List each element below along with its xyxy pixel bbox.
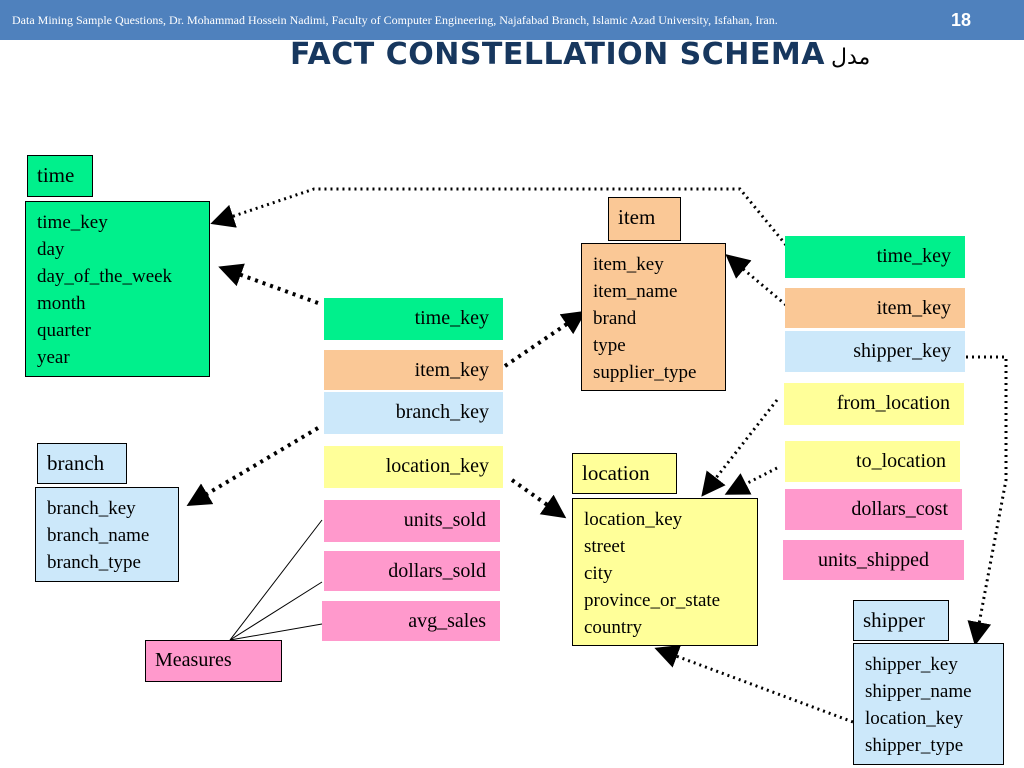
shipper-table-attributes: shipper_key shipper_name location_key sh…: [853, 643, 1004, 765]
shipping-field-dollars-cost: dollars_cost: [785, 489, 962, 530]
location-table-label: location: [572, 453, 677, 494]
attribute: location_key: [584, 509, 683, 530]
arrow-sales-time: [218, 263, 319, 305]
attribute: branch_key: [47, 498, 136, 519]
title-persian: مدل: [830, 45, 871, 70]
arrow-sales-branch: [186, 426, 320, 507]
branch-table-label: branch: [37, 443, 127, 484]
title-english: FACT CONSTELLATION SCHEMA: [290, 37, 825, 72]
item-label-text: item: [618, 205, 656, 229]
slide-header: Data Mining Sample Questions, Dr. Mohamm…: [0, 0, 1024, 40]
attribute: item_name: [593, 281, 678, 302]
header-text: Data Mining Sample Questions, Dr. Mohamm…: [12, 13, 778, 27]
time-table-attributes: time_key day day_of_the_week month quart…: [25, 201, 210, 377]
attribute: city: [584, 563, 613, 584]
item-table-attributes: item_key item_name brand type supplier_t…: [581, 243, 726, 391]
arrow-sales-item: [503, 310, 587, 368]
item-table-label: item: [608, 197, 681, 241]
shipping-field-time-key: time_key: [785, 236, 965, 278]
sales-field-location-key: location_key: [324, 446, 503, 488]
attribute: branch_type: [47, 552, 141, 573]
attribute: shipper_key: [865, 654, 958, 675]
arrow-shipping-item: [725, 254, 787, 307]
measures-line-dollars-sold: [229, 581, 323, 641]
sales-field-dollars-sold: dollars_sold: [324, 551, 500, 591]
attribute: brand: [593, 308, 637, 329]
shipping-field-to-location: to_location: [785, 441, 960, 482]
measures-line-avg-sales: [229, 623, 323, 641]
attribute: item_key: [593, 254, 664, 275]
measures-label: Measures: [145, 640, 282, 682]
attribute: shipper_type: [865, 735, 964, 756]
shipper-table-label: shipper: [853, 600, 949, 641]
page-number: 18: [951, 10, 972, 30]
attribute: type: [593, 335, 626, 356]
arrow-sales-location: [510, 478, 567, 519]
sales-field-time-key: time_key: [324, 298, 503, 340]
attribute: day: [37, 239, 65, 260]
attribute: street: [584, 536, 626, 557]
attribute: shipper_name: [865, 681, 972, 702]
attribute: branch_name: [47, 525, 150, 546]
attribute: supplier_type: [593, 362, 697, 383]
branch-label-text: branch: [47, 451, 105, 475]
location-label-text: location: [582, 461, 650, 485]
arrow-shipping-from-location: [701, 399, 779, 497]
sales-field-units-sold: units_sold: [324, 500, 500, 542]
arrow-shipper-location: [654, 645, 854, 724]
shipping-field-from-location: from_location: [784, 383, 964, 425]
arrow-shipping-shipper: [966, 355, 1008, 646]
time-label-text: time: [37, 163, 75, 187]
shipping-field-item-key: item_key: [785, 288, 965, 328]
attribute: location_key: [865, 708, 964, 729]
shipping-field-units-shipped: units_shipped: [783, 540, 964, 580]
shipping-field-shipper-key: shipper_key: [785, 331, 965, 372]
arrow-shipping-time: [210, 187, 788, 246]
sales-field-item-key: item_key: [324, 350, 503, 390]
arrow-shipping-to-location: [724, 466, 778, 495]
attribute: day_of_the_week: [37, 266, 173, 287]
sales-field-branch-key: branch_key: [324, 392, 503, 434]
sales-field-avg-sales: avg_sales: [322, 601, 500, 641]
attribute: quarter: [37, 320, 91, 341]
location-table-attributes: location_key street city province_or_sta…: [572, 498, 758, 646]
attribute: year: [37, 347, 70, 368]
attribute: month: [37, 293, 86, 314]
time-table-label: time: [27, 155, 93, 197]
attribute: time_key: [37, 212, 108, 233]
attribute: province_or_state: [584, 590, 721, 611]
attribute: country: [584, 617, 643, 638]
shipper-label-text: shipper: [863, 608, 925, 632]
branch-table-attributes: branch_key branch_name branch_type: [35, 487, 179, 582]
measures-line-units-sold: [229, 519, 323, 641]
